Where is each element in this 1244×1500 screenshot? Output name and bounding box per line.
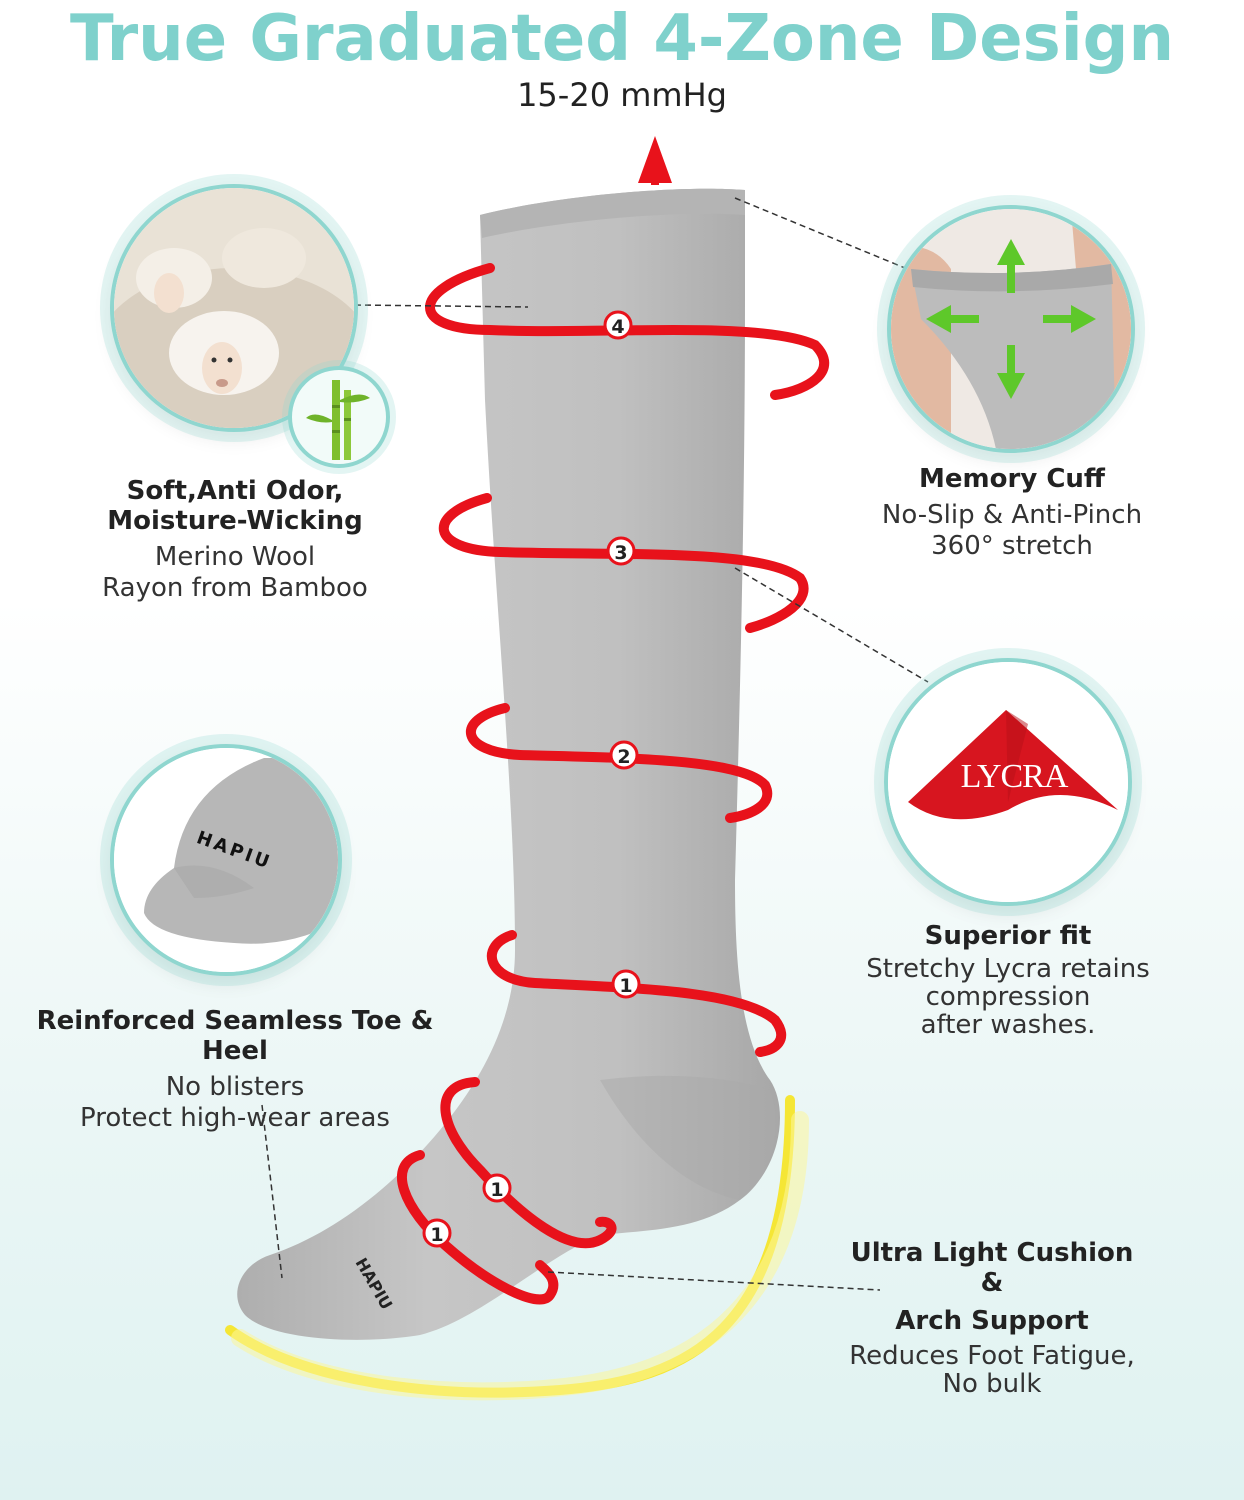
lycra-logo-text: LYCRA [960,758,1069,795]
fit-title: Superior fit [924,921,1092,951]
zone-2-ring [466,703,773,823]
zone-1-foot-ring-upper [440,1077,617,1249]
stretch-arrows-icon [926,239,1096,399]
zone-3-ring [439,493,809,633]
cuff-circle [887,205,1135,453]
svg-text:2: 2 [617,746,630,768]
toe-caption: Reinforced Seamless Toe & Heel No bliste… [20,1006,450,1134]
lycra-circle [884,658,1132,906]
zone-1-foot-ring-lower [397,1150,559,1305]
zone-4-badge: 4 [603,310,633,340]
cuff-line-2: 360° stretch [931,531,1093,561]
cuff-line-1: No-Slip & Anti-Pinch [881,500,1143,530]
zone-1-leg-ring [487,930,787,1057]
material-title-1: Soft,Anti Odor, [126,476,344,506]
arch-title-1: Ultra Light Cushion & [850,1238,1134,1298]
up-arrow-icon [638,136,672,183]
toe-line-1: No blisters [165,1072,305,1102]
svg-text:1: 1 [619,975,632,997]
zone-2-badge: 2 [609,740,639,770]
svg-text:3: 3 [614,542,627,564]
bamboo-circle [288,366,390,468]
page-title: True Graduated 4-Zone Design [69,2,1175,76]
svg-text:1: 1 [430,1224,443,1246]
arch-line-1: Reduces Foot Fatigue, [849,1341,1135,1371]
svg-text:4: 4 [611,316,624,338]
toe-line-2: Protect high-wear areas [80,1103,390,1133]
toe-circle [110,744,342,976]
zone-1-leg-badge: 1 [611,969,641,999]
sock-body [237,188,780,1340]
lycra-logo-icon [888,662,1128,902]
bamboo-icon [306,380,370,460]
cuff-title: Memory Cuff [919,464,1105,494]
fit-line-1: Stretchy Lycra retains compression [866,954,1150,1012]
material-title-2: Moisture-Wicking [107,506,363,536]
toe-illustration [114,748,338,972]
material-line-1: Merino Wool [154,542,316,572]
fit-caption: Superior fit Stretchy Lycra retains comp… [782,921,1234,1039]
arch-line-2: No bulk [942,1369,1042,1399]
zone-1-foot-upper-badge: 1 [482,1173,512,1203]
cuff-caption: Memory Cuff No-Slip & Anti-Pinch 360° st… [862,464,1162,562]
arch-caption: Ultra Light Cushion & Arch Support Reduc… [842,1238,1142,1398]
material-caption: Soft,Anti Odor, Moisture-Wicking Merino … [60,476,410,604]
zone-1-foot-lower-badge: 1 [422,1218,452,1248]
zone-3-badge: 3 [606,536,636,566]
pressure-label: 15-20 mmHg [517,76,727,114]
cuff-stretch-illustration [891,209,1131,449]
svg-text:1: 1 [490,1179,503,1201]
arch-title-2: Arch Support [895,1306,1089,1336]
toe-title: Reinforced Seamless Toe & Heel [36,1006,434,1066]
fit-line-2: after washes. [920,1010,1096,1040]
zone-4-ring [425,263,830,400]
material-line-2: Rayon from Bamboo [102,573,368,603]
